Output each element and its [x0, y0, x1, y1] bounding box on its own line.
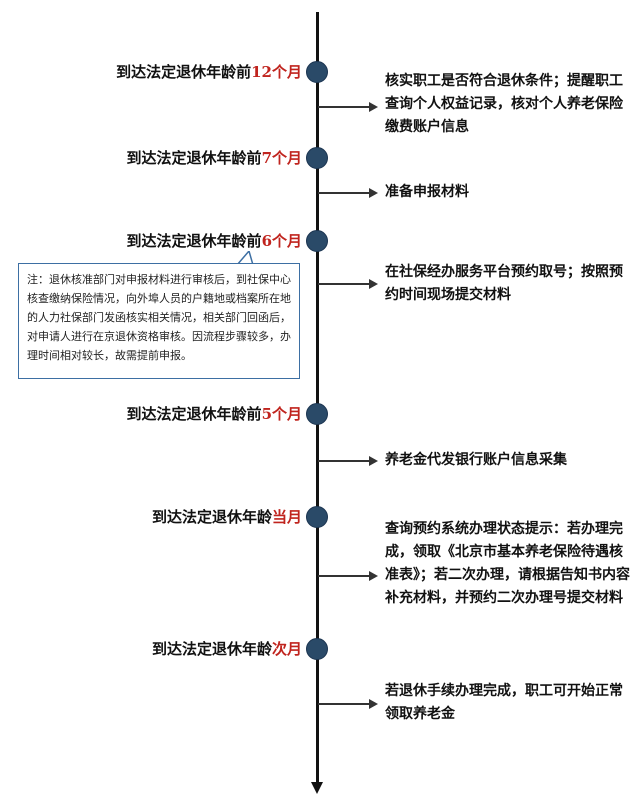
step-arrow-line [318, 575, 370, 577]
step-text-bank-account: 养老金代发银行账户信息采集 [385, 452, 567, 468]
milestone-prefix: 到达法定退休年龄前 [126, 405, 262, 423]
step-text-prepare-materials: 准备申报材料 [385, 184, 469, 200]
milestone-highlight: 6个月 [261, 232, 302, 250]
milestone-highlight: 次月 [271, 640, 302, 658]
step-arrowhead [369, 188, 378, 198]
step-arrowhead [369, 571, 378, 581]
milestone-label-12-months: 到达法定退休年龄前12个月 [116, 60, 302, 84]
timeline-node [306, 230, 328, 252]
milestone-highlight: 12个月 [251, 63, 302, 81]
milestone-prefix: 到达法定退休年龄 [151, 640, 272, 658]
step-arrow-line [318, 106, 370, 108]
timeline-node [306, 147, 328, 169]
step-arrowhead [369, 102, 378, 112]
timeline-node [306, 61, 328, 83]
step-arrowhead [369, 456, 378, 466]
step-text-verify-eligibility: 核实职工是否符合退休条件；提醒职工查询个人权益记录，核对个人养老保险缴费账户信息 [385, 73, 623, 135]
milestone-label-7-months: 到达法定退休年龄前7个月 [127, 146, 302, 170]
milestone-label-next-month: 到达法定退休年龄次月 [152, 637, 302, 661]
milestone-prefix: 到达法定退休年龄 [151, 508, 272, 526]
step-arrow-line [318, 192, 370, 194]
note-callout-tail [236, 251, 254, 265]
note-callout: 注：退休核准部门对申报材料进行审核后，到社保中心核查缴纳保险情况，向外埠人员的户… [18, 263, 300, 379]
step-arrow-line [318, 703, 370, 705]
milestone-prefix: 到达法定退休年龄前 [116, 63, 252, 81]
milestone-highlight: 5个月 [261, 405, 302, 423]
step-text-receive-pension: 若退休手续办理完成，职工可开始正常领取养老金 [385, 683, 623, 722]
milestone-highlight: 当月 [271, 508, 302, 526]
timeline-node [306, 403, 328, 425]
step-text-book-appointment: 在社保经办服务平台预约取号；按照预约时间现场提交材料 [385, 264, 623, 303]
milestone-label-6-months: 到达法定退休年龄前6个月 [127, 229, 302, 253]
step-arrow-line [318, 460, 370, 462]
milestone-label-current-month: 到达法定退休年龄当月 [152, 505, 302, 529]
milestone-label-5-months: 到达法定退休年龄前5个月 [127, 402, 302, 426]
timeline-node [306, 638, 328, 660]
step-arrowhead [369, 279, 378, 289]
step-text-check-status: 查询预约系统办理状态提示：若办理完成，领取《北京市基本养老保险待遇核准表》；若二… [385, 521, 630, 606]
milestone-prefix: 到达法定退休年龄前 [126, 149, 262, 167]
step-arrow-line [318, 283, 370, 285]
step-arrowhead [369, 699, 378, 709]
timeline-node [306, 506, 328, 528]
timeline-axis [316, 12, 319, 784]
milestone-highlight: 7个月 [261, 149, 302, 167]
milestone-prefix: 到达法定退休年龄前 [126, 232, 262, 250]
timeline-arrowhead [311, 782, 323, 794]
